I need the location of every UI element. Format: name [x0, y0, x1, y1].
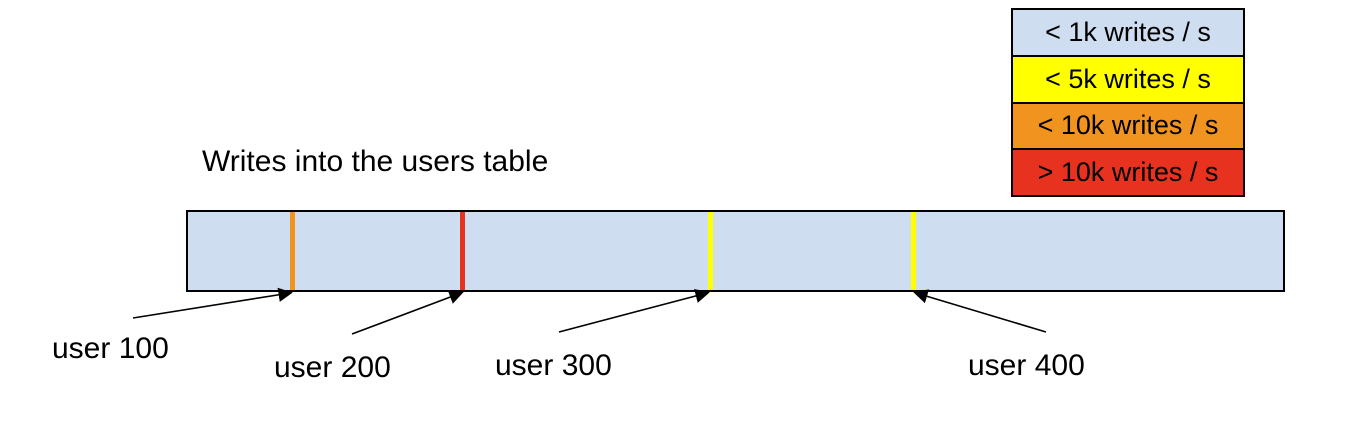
diagram-title: Writes into the users table [202, 145, 549, 178]
user-400-arrow [913, 289, 1047, 333]
user-300-tick [708, 212, 713, 290]
user-100-tick [290, 212, 295, 290]
legend-item-label: < 10k writes / s [1037, 110, 1219, 141]
user-200-tick [460, 212, 465, 290]
legend-item-gt-10k: > 10k writes / s [1013, 150, 1243, 195]
user-400-label: user 400 [968, 349, 1085, 382]
user-300-label: user 300 [495, 349, 612, 382]
user-200-label: user 200 [274, 351, 391, 384]
legend-item-lt-1k: < 1k writes / s [1013, 10, 1243, 57]
user-100-label: user 100 [52, 332, 169, 365]
legend-item-lt-10k: < 10k writes / s [1013, 103, 1243, 151]
user-100-arrow [132, 287, 293, 319]
user-200-arrow [351, 290, 464, 335]
user-400-tick [911, 212, 916, 290]
legend: < 1k writes / s < 5k writes / s < 10k wr… [1011, 8, 1245, 197]
legend-item-label: < 5k writes / s [1045, 63, 1211, 94]
user-300-arrow [558, 288, 710, 333]
legend-item-lt-5k: < 5k writes / s [1013, 56, 1243, 104]
users-table-keyspace-bar [186, 210, 1285, 292]
legend-item-label: > 10k writes / s [1037, 157, 1219, 188]
legend-item-label: < 1k writes / s [1045, 16, 1211, 47]
